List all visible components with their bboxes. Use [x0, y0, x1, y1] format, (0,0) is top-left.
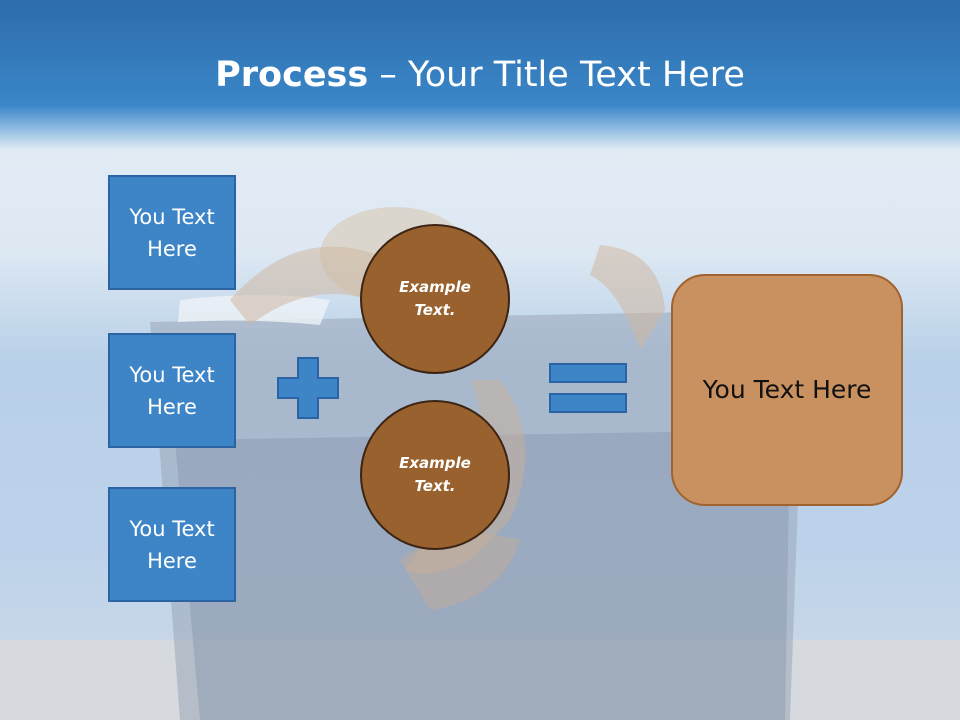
equals-icon-bottom-bar	[549, 393, 627, 413]
title-bar	[0, 0, 960, 150]
plus-icon	[277, 357, 339, 419]
title-rest: – Your Title Text Here	[368, 55, 745, 95]
text-box-2: You Text Here	[108, 333, 236, 448]
text-box-1: You Text Here	[108, 175, 236, 290]
page-title: Process – Your Title Text Here	[0, 52, 960, 98]
text-box-1-label: You Text Here	[129, 204, 215, 261]
result-box: You Text Here	[671, 274, 903, 506]
example-circle-2: Example Text.	[360, 400, 510, 550]
equals-icon-top-bar	[549, 363, 627, 383]
example-circle-2-label: Example Text.	[399, 454, 471, 495]
result-box-label: You Text Here	[702, 375, 872, 404]
text-box-2-label: You Text Here	[129, 362, 215, 419]
example-circle-1: Example Text.	[360, 224, 510, 374]
text-box-3-label: You Text Here	[129, 516, 215, 573]
example-circle-1-label: Example Text.	[399, 278, 471, 319]
title-bold: Process	[215, 55, 369, 95]
text-box-3: You Text Here	[108, 487, 236, 602]
